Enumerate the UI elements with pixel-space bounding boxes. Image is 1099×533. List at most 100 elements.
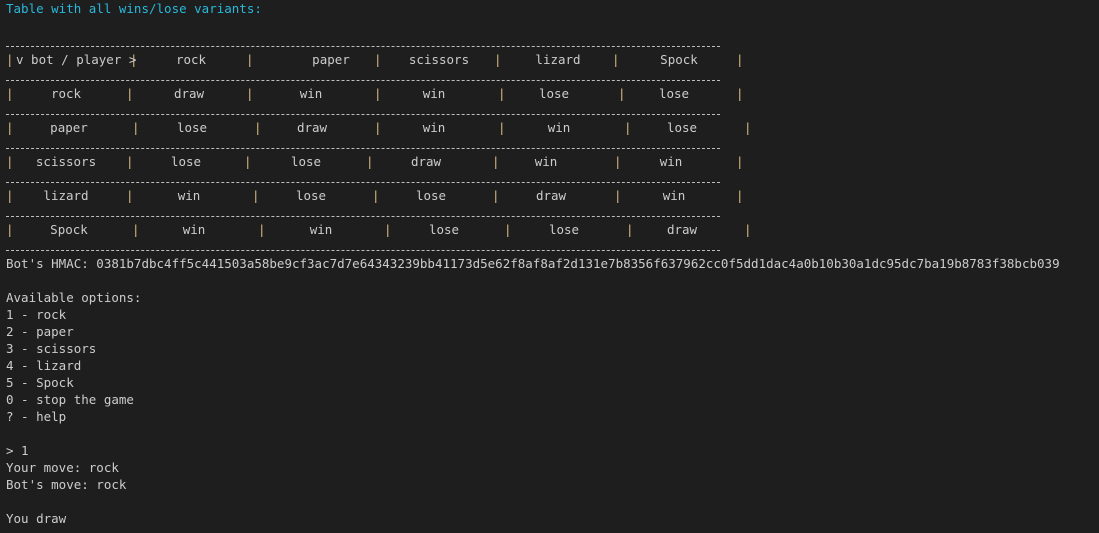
table-pipe: | — [612, 52, 620, 67]
table-header-cell: paper — [312, 52, 350, 67]
table-pipe: | — [366, 154, 374, 169]
table-title: Table with all wins/lose variants: — [6, 1, 262, 16]
bot-move: Bot's move: rock — [6, 477, 127, 492]
table-pipe: | — [614, 154, 622, 169]
table-cell: win — [422, 120, 446, 135]
table-separator — [6, 102, 1093, 119]
prompt-input[interactable]: > 1 — [6, 443, 29, 458]
table-separator — [6, 170, 1093, 187]
option-item: 3 - scissors — [6, 341, 97, 356]
table-cell: win — [177, 188, 201, 203]
table-pipe: | — [736, 188, 744, 203]
table-pipe: | — [618, 86, 626, 101]
options-title: Available options: — [6, 290, 142, 305]
table-pipe: | — [6, 86, 14, 101]
table-pipe: | — [498, 86, 506, 101]
table-pipe: | — [744, 120, 752, 135]
option-item: ? - help — [6, 409, 67, 424]
table-cell: draw — [173, 86, 205, 101]
table-pipe: | — [736, 154, 744, 169]
table-header-cell: lizard — [535, 52, 581, 67]
option-item: 0 - stop the game — [6, 392, 134, 407]
table-pipe: | — [492, 188, 500, 203]
table-pipe: | — [130, 52, 138, 67]
blank-line — [6, 425, 1093, 442]
table-cell: lose — [176, 120, 208, 135]
table-pipe: | — [494, 52, 502, 67]
your-move: Your move: rock — [6, 460, 119, 475]
table-separator — [6, 238, 1093, 255]
table-cell: lose — [538, 86, 570, 101]
table-pipe: | — [126, 86, 134, 101]
table-cell: win — [534, 154, 558, 169]
table-pipe: | — [6, 222, 14, 237]
table-pipe: | — [6, 188, 14, 203]
table-cell: lose — [658, 86, 690, 101]
table-pipe: | — [252, 188, 260, 203]
table-header-cell: v bot / player > — [16, 52, 137, 67]
table-pipe: | — [626, 222, 634, 237]
table-pipe: | — [492, 154, 500, 169]
table-pipe: | — [372, 188, 380, 203]
table-cell: win — [662, 188, 686, 203]
table-separator — [6, 204, 1093, 221]
option-item: 5 - Spock — [6, 375, 74, 390]
table-cell: lose — [295, 188, 327, 203]
table-pipe: | — [624, 120, 632, 135]
table-pipe: | — [6, 120, 14, 135]
table-pipe: | — [374, 120, 382, 135]
table-pipe: | — [244, 154, 252, 169]
table-cell: lose — [548, 222, 580, 237]
table-cell: lizard — [43, 188, 89, 203]
table-pipe: | — [744, 222, 752, 237]
table-cell: win — [182, 222, 206, 237]
table-cell: paper — [50, 120, 88, 135]
table-header-cell: scissors — [408, 52, 470, 67]
table-cell: rock — [50, 86, 82, 101]
table-cell: win — [547, 120, 571, 135]
table-pipe: | — [246, 86, 254, 101]
table-pipe: | — [132, 222, 140, 237]
option-item: 4 - lizard — [6, 358, 82, 373]
table-pipe: | — [6, 154, 14, 169]
table-header-cell: Spock — [660, 52, 698, 67]
table-pipe: | — [258, 222, 266, 237]
game-result: You draw — [6, 511, 67, 526]
table-cell: scissors — [35, 154, 97, 169]
blank-line — [6, 272, 1093, 289]
table-pipe: | — [126, 188, 134, 203]
table-cell: lose — [290, 154, 322, 169]
table-cell: lose — [428, 222, 460, 237]
option-item: 2 - paper — [6, 324, 74, 339]
table-cell: win — [422, 86, 446, 101]
table-cell: win — [309, 222, 333, 237]
option-item: 1 - rock — [6, 307, 67, 322]
table-separator — [6, 136, 1093, 153]
table-cell: lose — [415, 188, 447, 203]
table-cell: lose — [170, 154, 202, 169]
table-pipe: | — [504, 222, 512, 237]
table-pipe: | — [614, 188, 622, 203]
hmac-line: Bot's HMAC: 0381b7dbc4ff5c441503a58be9cf… — [6, 256, 1060, 271]
table-pipe: | — [374, 86, 382, 101]
table-separator — [6, 68, 1093, 85]
table-header-cell: rock — [175, 52, 207, 67]
table-pipe: | — [498, 120, 506, 135]
table-pipe: | — [374, 52, 382, 67]
table-pipe: | — [6, 52, 14, 67]
table-pipe: | — [132, 120, 140, 135]
table-pipe: | — [736, 86, 744, 101]
table-pipe: | — [126, 154, 134, 169]
table-cell: draw — [666, 222, 698, 237]
blank-line — [6, 17, 1093, 34]
table-cell: draw — [410, 154, 442, 169]
table-cell: draw — [296, 120, 328, 135]
table-pipe: | — [246, 52, 254, 67]
